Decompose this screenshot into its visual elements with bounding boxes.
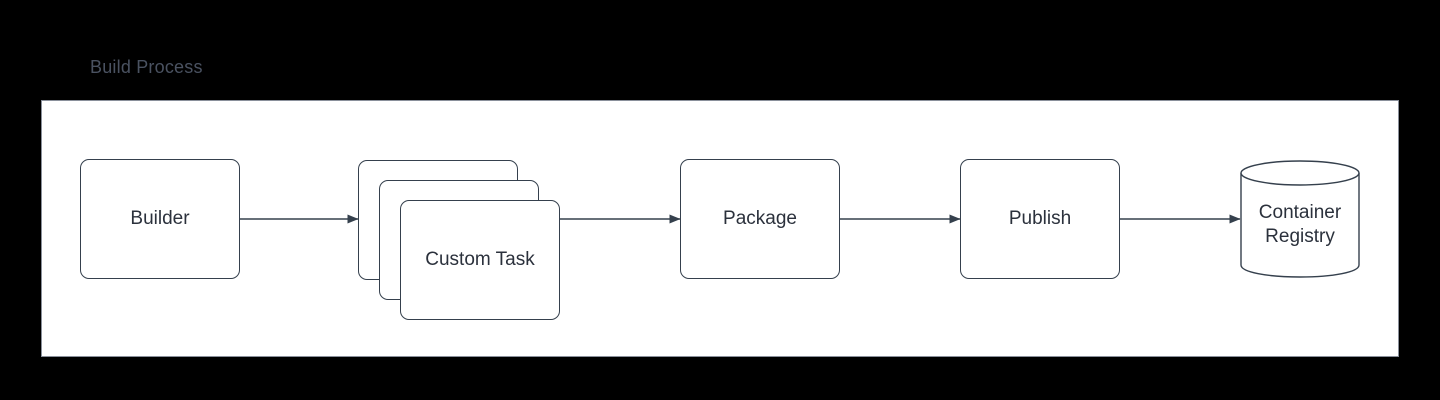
node-publish-label: Publish [1008,208,1072,229]
node-container-registry[interactable]: Container Registry [1240,160,1360,278]
node-container-registry-label-line1: Container [1258,202,1342,223]
node-builder-label: Builder [130,208,190,229]
diagram-title: Build Process [90,57,203,77]
node-custom-task-label: Custom Task [425,249,535,270]
node-package-label: Package [723,208,797,229]
node-custom-task[interactable]: Custom Task [400,200,560,320]
cylinder-icon [1240,160,1360,278]
node-publish[interactable]: Publish [960,159,1120,279]
node-container-registry-label: Container Registry [1240,160,1360,278]
node-package[interactable]: Package [680,159,840,279]
node-container-registry-label-line2: Registry [1265,226,1335,247]
node-builder[interactable]: Builder [80,159,240,279]
